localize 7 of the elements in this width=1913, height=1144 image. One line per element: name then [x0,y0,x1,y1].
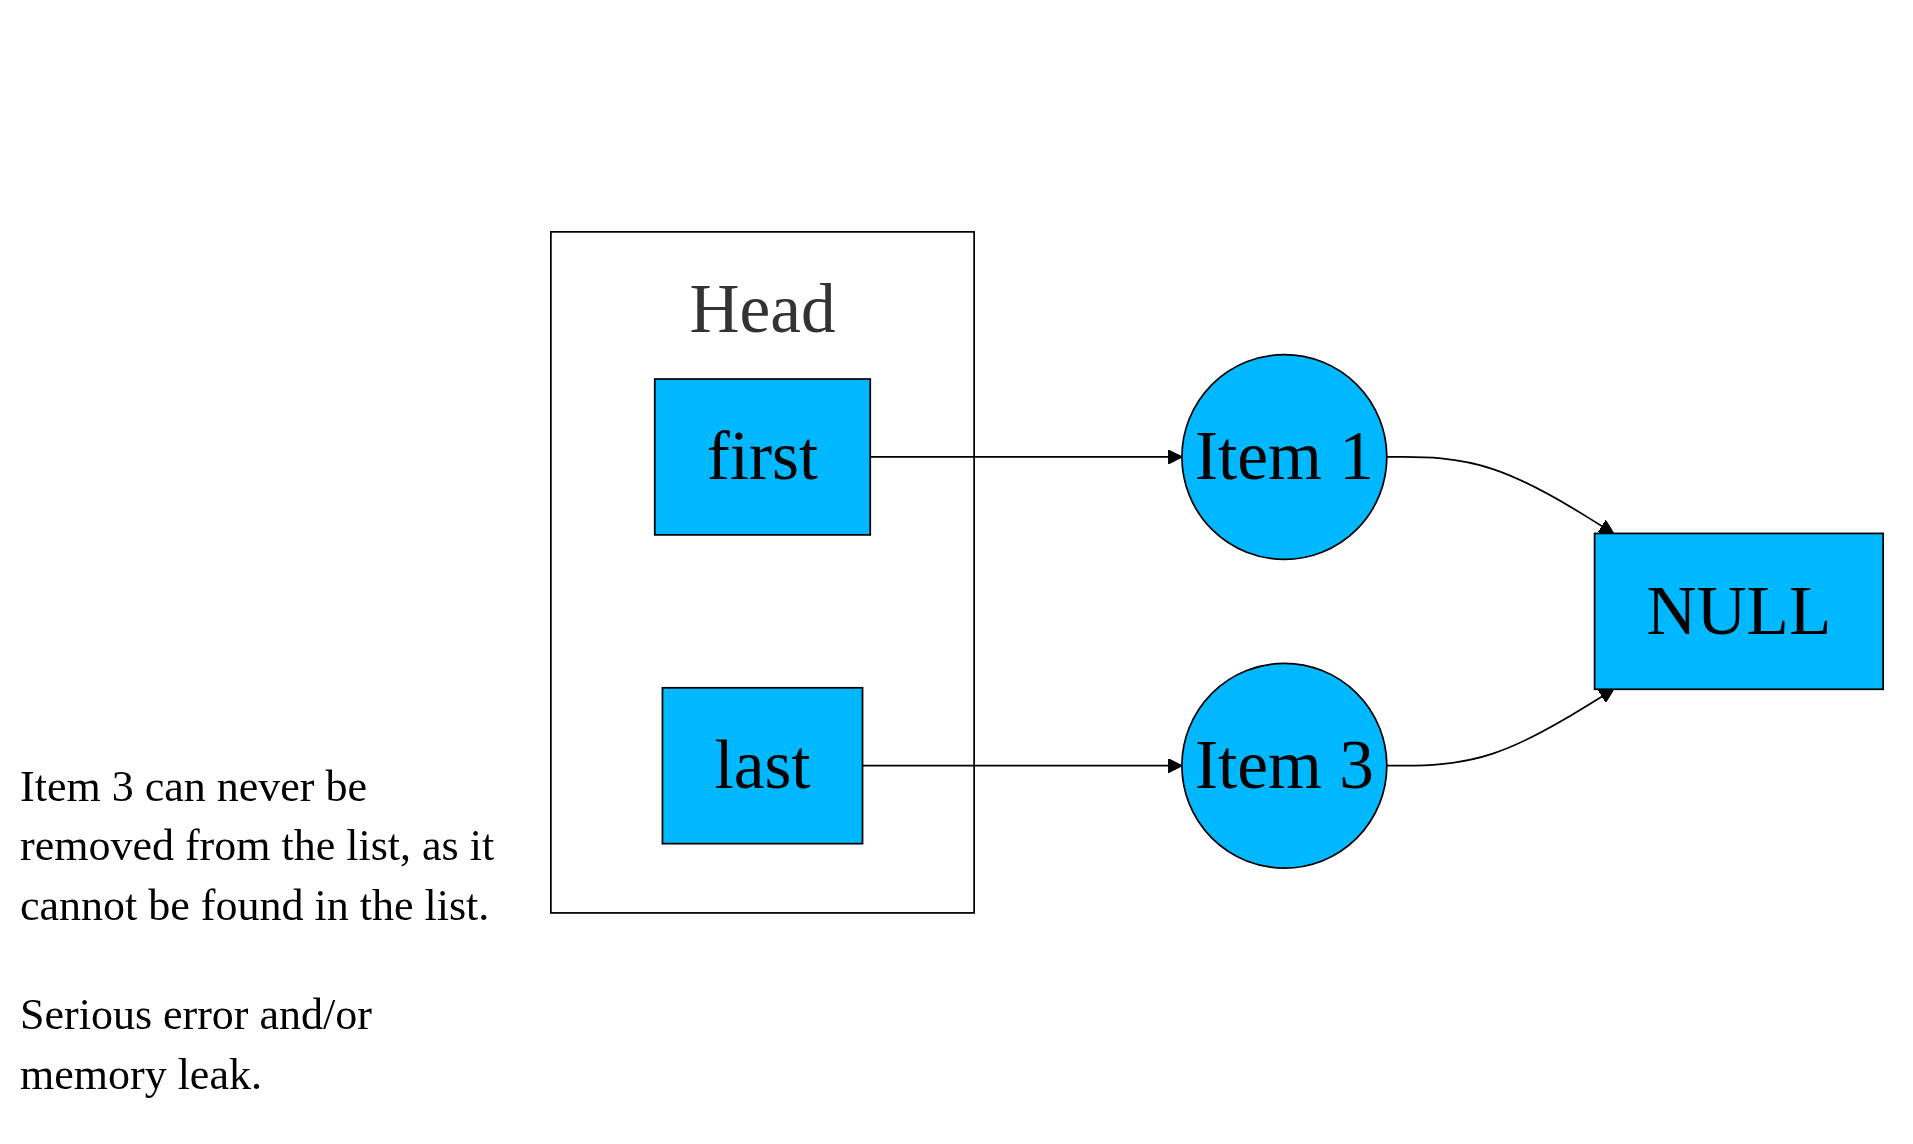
note-text: Item 3 can never be removed from the list, as it cannot be found in the list. [20,761,496,932]
note-text: Serious error and/or memory leak. [20,989,373,1101]
node-circle: Item 1 [1180,353,1388,560]
node-box: last [661,686,863,845]
node-box: first [653,377,871,536]
node-circle: Item 3 [1180,662,1388,869]
node-box: NULL [1593,532,1884,690]
